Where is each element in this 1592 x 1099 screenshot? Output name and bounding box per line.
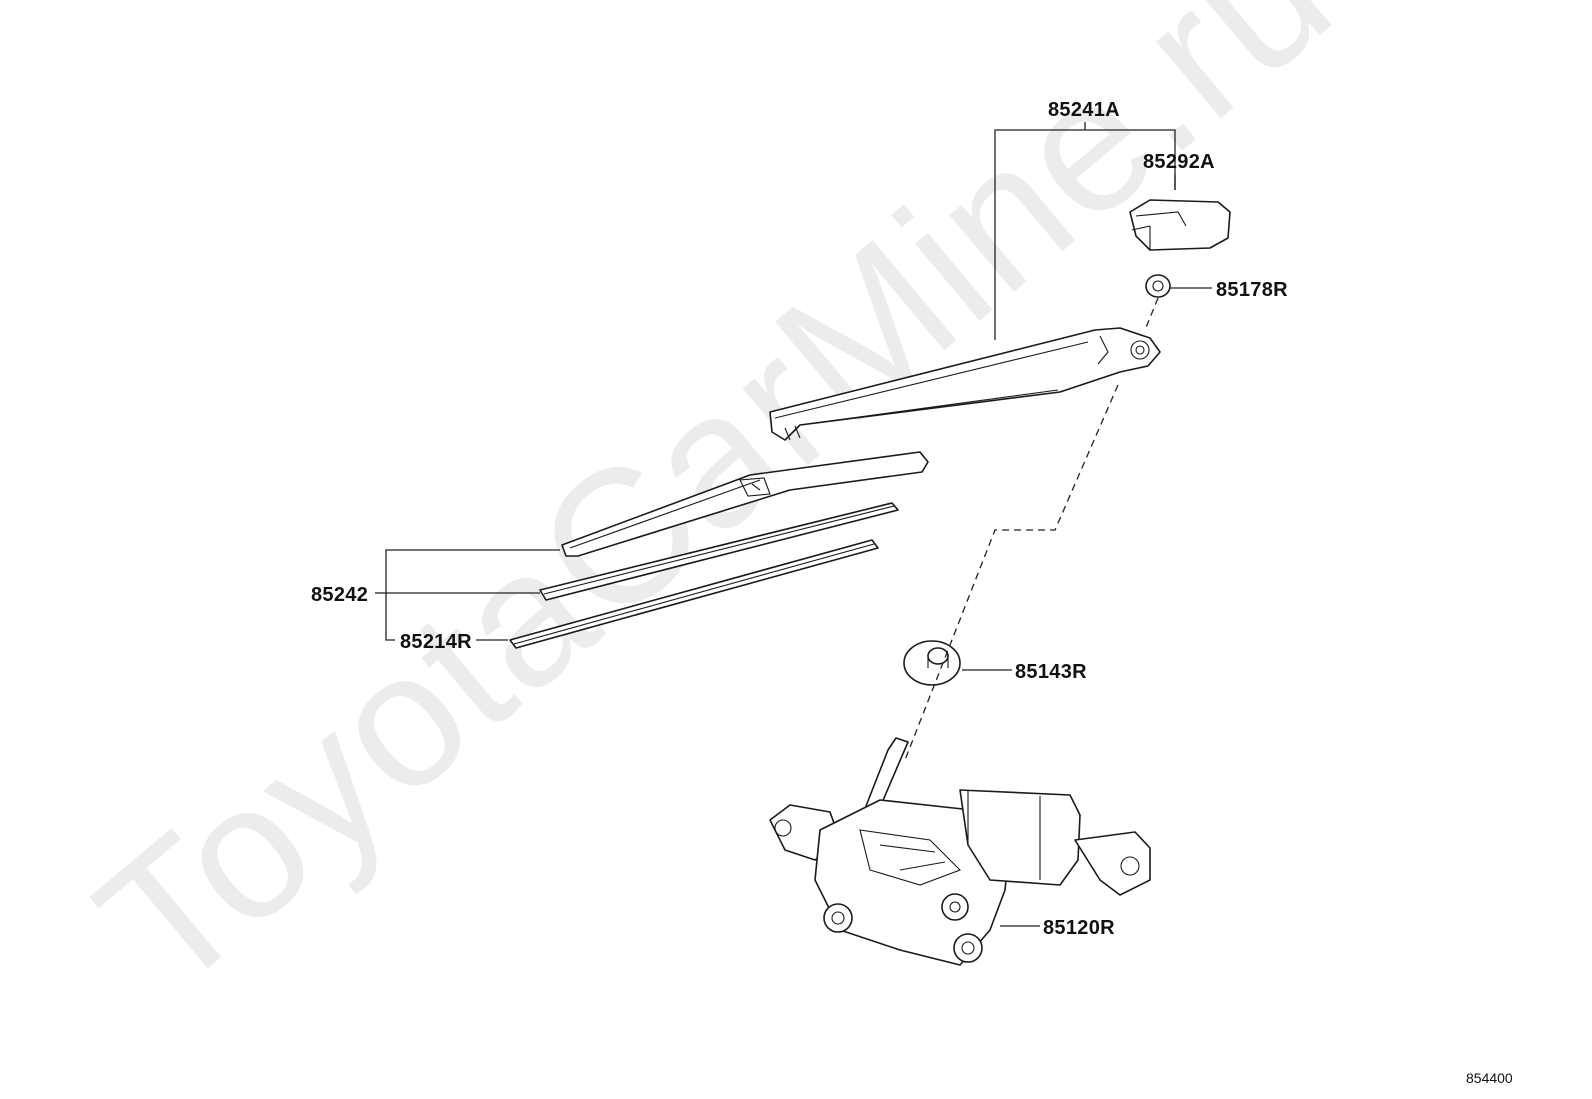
callout-85178R[interactable]: 85178R [1216,279,1288,301]
assembly-dashed-line [904,297,1159,761]
wiper-blade[interactable] [539,451,929,601]
callout-85120R[interactable]: 85120R [1043,917,1115,939]
pivot-cap[interactable] [903,640,961,686]
arm-cap[interactable] [1129,199,1231,251]
leader-85242 [385,549,560,641]
blade-rubber[interactable] [509,539,879,649]
callout-85242[interactable]: 85242 [311,584,368,606]
wiper-arm[interactable] [769,327,1161,441]
callout-85214R[interactable]: 85214R [400,631,472,653]
nut[interactable] [1145,274,1171,298]
diagram-id: 854400 [1466,1070,1513,1086]
callout-85143R[interactable]: 85143R [1015,661,1087,683]
callout-85241A[interactable]: 85241A [1048,99,1120,121]
wiper-motor[interactable] [769,737,1151,966]
callout-85292A[interactable]: 85292A [1143,151,1215,173]
